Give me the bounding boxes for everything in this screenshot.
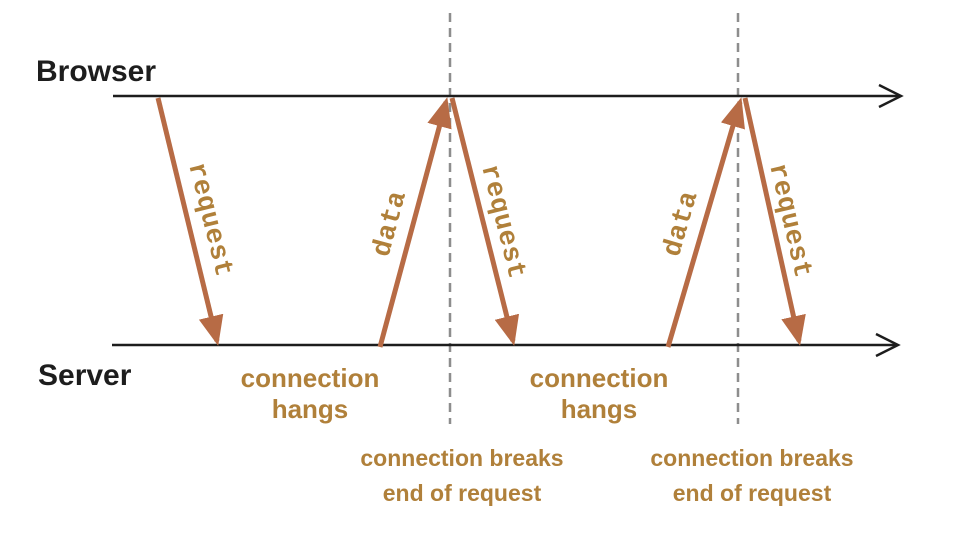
note-line: connection breaks: [360, 445, 564, 471]
note-line: connection: [240, 363, 380, 393]
connection-hangs-note-2: connection hangs: [484, 363, 714, 425]
note-line: connection: [529, 363, 669, 393]
connection-hangs-note-1: connection hangs: [195, 363, 425, 425]
request-arrow-3: [742, 97, 806, 346]
server-timeline-arrowhead-icon: [875, 332, 901, 358]
note-line: hangs: [271, 394, 349, 424]
note-line: end of request: [672, 480, 832, 506]
connection-breaks-note-1: connection breaks end of request: [327, 441, 597, 511]
request-arrow-2: [449, 97, 520, 346]
data-arrow-1: [377, 97, 452, 348]
data-arrow-2: [665, 97, 745, 348]
note-line: hangs: [560, 394, 638, 424]
request-arrow-1: [155, 97, 224, 346]
browser-lifeline-label: Browser: [36, 55, 157, 88]
connection-breaks-note-2: connection breaks end of request: [617, 441, 887, 511]
note-line: end of request: [382, 480, 542, 506]
browser-timeline-arrowhead-icon: [878, 83, 904, 109]
note-line: connection breaks: [650, 445, 854, 471]
server-lifeline-label: Server: [38, 359, 132, 392]
